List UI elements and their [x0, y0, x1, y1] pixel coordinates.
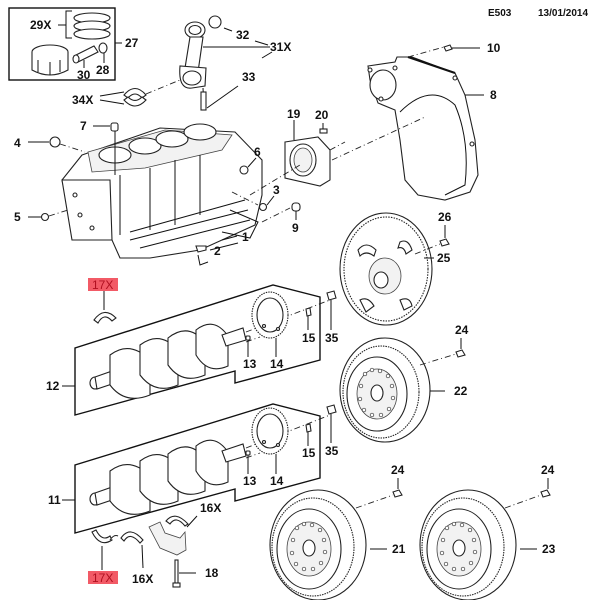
bushing-35b[interactable]	[326, 404, 337, 415]
callout-24c[interactable]: 24	[541, 463, 555, 477]
callout-4[interactable]: 4	[14, 136, 21, 150]
crankshaft-12-group[interactable]	[74, 284, 331, 416]
callout-17x-bottom-highlight	[88, 571, 118, 584]
flywheel-bolt-24a[interactable]	[455, 349, 466, 358]
callout-17x-top[interactable]: 17X	[92, 278, 113, 292]
piston-kit-group[interactable]	[8, 7, 122, 81]
callout-30[interactable]: 30	[77, 68, 91, 82]
callout-1[interactable]: 1	[242, 230, 249, 244]
crankshaft-12[interactable]	[89, 323, 247, 399]
dowel-9[interactable]	[291, 202, 301, 212]
callout-33[interactable]: 33	[242, 70, 256, 84]
diagram-code: E503	[488, 8, 512, 19]
piston-rings[interactable]	[73, 12, 111, 40]
connecting-rod[interactable]	[179, 21, 207, 111]
callout-13b[interactable]: 13	[243, 474, 257, 488]
callout-35b[interactable]: 35	[325, 444, 339, 458]
flexplate[interactable]	[339, 212, 433, 326]
piston[interactable]	[31, 44, 69, 76]
callout-2[interactable]: 2	[214, 244, 221, 258]
callout-23[interactable]: 23	[542, 542, 556, 556]
callout-5[interactable]: 5	[14, 210, 21, 224]
callout-14b[interactable]: 14	[270, 474, 284, 488]
callout-3[interactable]: 3	[273, 183, 280, 197]
bolt-15a[interactable]	[305, 307, 312, 317]
callout-17x-top-highlight	[88, 278, 118, 291]
callout-16x-a[interactable]: 16X	[132, 572, 153, 586]
flexplate-bolt-26[interactable]	[439, 238, 450, 247]
callout-34x[interactable]: 34X	[72, 93, 93, 107]
callout-35a[interactable]: 35	[325, 331, 339, 345]
plug-4[interactable]	[49, 136, 61, 148]
block-plug[interactable]	[195, 245, 207, 253]
callout-27[interactable]: 27	[125, 36, 139, 50]
flywheel-bolt-24c[interactable]	[540, 489, 551, 498]
circlip[interactable]	[98, 42, 108, 54]
flywheel-21[interactable]	[269, 489, 367, 600]
dowel-13b[interactable]	[245, 450, 251, 456]
plug-6[interactable]	[239, 165, 249, 175]
main-bearing-top[interactable]	[93, 311, 117, 324]
cap-bolt-18[interactable]	[174, 559, 179, 584]
callout-26[interactable]: 26	[438, 210, 452, 224]
main-bearing-bottom[interactable]	[91, 529, 113, 544]
plug-5[interactable]	[40, 212, 50, 222]
callout-25[interactable]: 25	[437, 251, 451, 265]
piston-pin[interactable]	[72, 45, 99, 64]
callout-9[interactable]: 9	[292, 221, 299, 235]
callout-28[interactable]: 28	[96, 63, 110, 77]
crankshaft-11-group[interactable]	[74, 403, 331, 534]
callout-32[interactable]: 32	[236, 28, 250, 42]
dowel-7[interactable]	[110, 122, 119, 132]
callout-10[interactable]: 10	[487, 41, 501, 55]
callout-19[interactable]: 19	[287, 107, 301, 121]
callout-22[interactable]: 22	[454, 384, 468, 398]
flywheel-22[interactable]	[339, 337, 431, 443]
reluctor-ring-14b[interactable]	[251, 407, 289, 455]
callout-15a[interactable]: 15	[302, 331, 316, 345]
diagram-date: 13/01/2014	[538, 8, 588, 19]
callout-29x[interactable]: 29X	[30, 18, 51, 32]
callout-8[interactable]: 8	[490, 88, 497, 102]
callout-17x-bottom[interactable]: 17X	[92, 571, 113, 585]
callout-12[interactable]: 12	[46, 379, 60, 393]
thrust-washer-a[interactable]	[120, 531, 144, 544]
callout-6[interactable]: 6	[254, 145, 261, 159]
callout-18[interactable]: 18	[205, 566, 219, 580]
callout-7[interactable]: 7	[80, 119, 87, 133]
crankshaft-11[interactable]	[89, 439, 247, 515]
rod-bearing[interactable]	[123, 87, 147, 107]
piston-kit-frame	[8, 7, 116, 81]
callout-14a[interactable]: 14	[270, 357, 284, 371]
callout-31x[interactable]: 31X	[270, 40, 291, 54]
callout-11[interactable]: 11	[48, 493, 61, 507]
thrust-washer-b[interactable]	[165, 515, 189, 527]
flywheel-bolt-24b[interactable]	[392, 489, 403, 498]
flywheel-23[interactable]	[419, 489, 517, 600]
bushing-35a[interactable]	[326, 290, 337, 301]
main-bearing-cap[interactable]	[148, 521, 187, 556]
callout-16x-b[interactable]: 16X	[200, 501, 221, 515]
dowel-13a[interactable]	[245, 335, 251, 341]
adapter-plate[interactable]	[367, 56, 479, 201]
plug-3[interactable]	[258, 202, 268, 212]
reluctor-ring-14a[interactable]	[251, 291, 289, 339]
callout-15b[interactable]: 15	[302, 446, 316, 460]
rear-crankshaft-seal[interactable]	[284, 136, 331, 187]
bolt-15b[interactable]	[305, 423, 312, 433]
rod-bolt	[200, 91, 207, 111]
bolt-10[interactable]	[443, 44, 453, 52]
small-end-bushing[interactable]	[208, 15, 222, 29]
callout-20[interactable]: 20	[315, 108, 329, 122]
callout-21[interactable]: 21	[392, 542, 406, 556]
seal-bolt-20[interactable]	[319, 128, 328, 134]
cylinder-block[interactable]	[61, 123, 263, 259]
callout-24a[interactable]: 24	[455, 323, 469, 337]
callout-13a[interactable]: 13	[243, 357, 257, 371]
callout-24b[interactable]: 24	[391, 463, 405, 477]
